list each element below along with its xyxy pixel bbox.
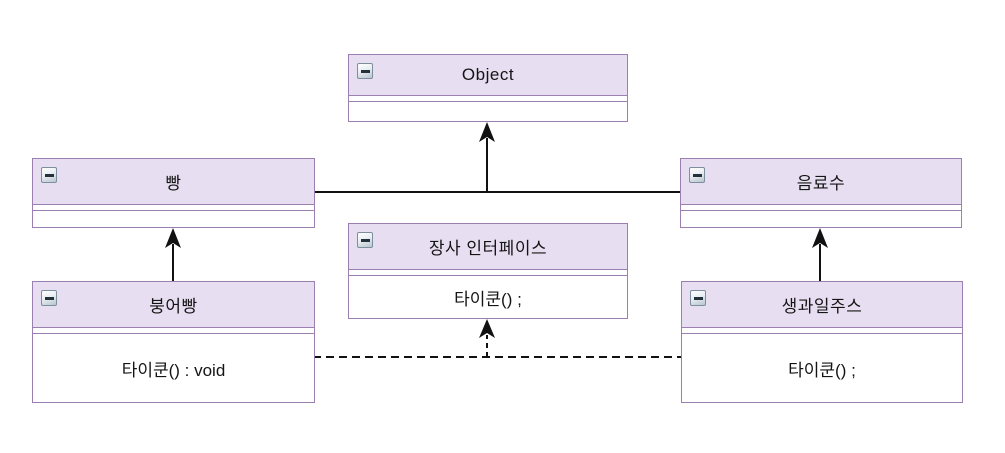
attributes-compartment [682, 328, 962, 334]
class-title: Object [461, 65, 515, 84]
arrowhead-to-beverage [812, 228, 828, 248]
operations-compartment: 타이쿤() ; [349, 276, 627, 318]
minimize-icon[interactable] [689, 167, 705, 183]
minimize-icon[interactable] [690, 290, 706, 306]
class-box-object[interactable]: Object [348, 54, 628, 122]
attributes-compartment [349, 270, 627, 276]
method-label: 타이쿤() ; [788, 360, 856, 380]
minimize-icon[interactable] [357, 63, 373, 79]
operations-compartment: 타이쿤() ; [682, 334, 962, 402]
class-title: 빵 [165, 174, 182, 193]
attributes-compartment [33, 205, 314, 211]
arrowhead-to-object [479, 122, 495, 142]
class-title: 생과일주스 [781, 297, 863, 316]
class-header: 생과일주스 [682, 282, 962, 328]
method-label: 타이쿤() : void [121, 360, 226, 380]
class-header: 빵 [33, 159, 314, 205]
class-box-interface[interactable]: 장사 인터페이스 타이쿤() ; [348, 223, 628, 319]
class-header: 음료수 [681, 159, 961, 205]
arrowhead-to-bread [165, 228, 181, 248]
attributes-compartment [681, 205, 961, 211]
attributes-compartment [349, 96, 627, 102]
class-box-fishbread[interactable]: 붕어빵 타이쿤() : void [32, 281, 315, 403]
class-header: 붕어빵 [33, 282, 314, 328]
class-box-bread[interactable]: 빵 [32, 158, 315, 228]
class-title: 붕어빵 [149, 297, 198, 316]
minimize-icon[interactable] [41, 167, 57, 183]
method-label: 타이쿤() ; [454, 289, 522, 309]
operations-compartment [681, 211, 961, 227]
class-title: 음료수 [796, 174, 846, 193]
attributes-compartment [33, 328, 314, 334]
minimize-icon[interactable] [41, 290, 57, 306]
class-box-juice[interactable]: 생과일주스 타이쿤() ; [681, 281, 963, 403]
arrowhead-to-interface [479, 319, 495, 338]
class-header: 장사 인터페이스 [349, 224, 627, 270]
class-title: 장사 인터페이스 [428, 239, 548, 258]
minimize-icon[interactable] [357, 232, 373, 248]
operations-compartment [349, 102, 627, 121]
class-header: Object [349, 55, 627, 96]
class-box-beverage[interactable]: 음료수 [680, 158, 962, 228]
operations-compartment: 타이쿤() : void [33, 334, 314, 402]
operations-compartment [33, 211, 314, 227]
